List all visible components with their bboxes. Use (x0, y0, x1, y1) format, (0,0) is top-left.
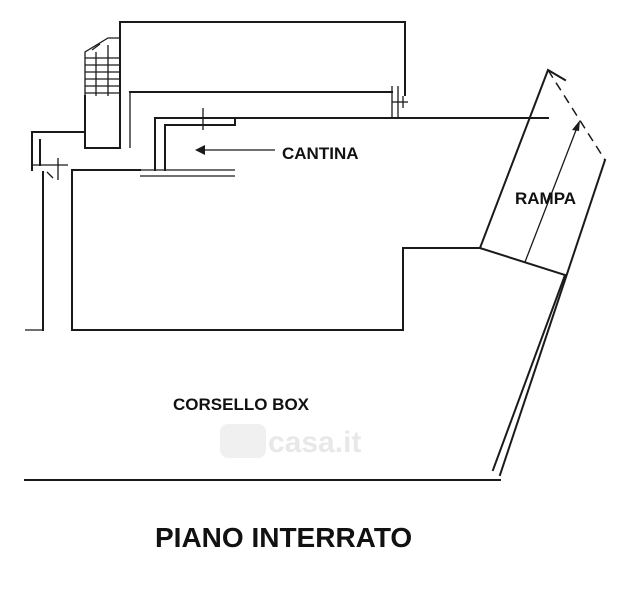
stairs (84, 37, 120, 96)
ramp-arrow-head (572, 120, 580, 131)
left-wall (25, 95, 141, 331)
watermark: casa.it (220, 424, 361, 459)
corridor-end-jamb (391, 86, 408, 118)
main-room-wall (71, 247, 567, 331)
plan-title: PIANO INTERRATO (155, 522, 412, 553)
ramp-left-edge (478, 68, 567, 250)
upper-block-wall (119, 21, 406, 149)
cantina-room (140, 108, 236, 177)
walls (24, 21, 567, 481)
cantina-arrow (195, 145, 275, 155)
ramp-lower-edge (491, 273, 567, 472)
ramp-center-line (524, 124, 579, 263)
watermark-text: casa.it (268, 426, 361, 459)
cantina-label: CANTINA (282, 144, 359, 163)
ramp (478, 68, 607, 477)
ramp-dashed-outline (547, 69, 606, 161)
corsello-box-label: CORSELLO BOX (173, 395, 310, 414)
ramp-right-edge (498, 158, 607, 477)
rampa-label: RAMPA (515, 189, 576, 208)
